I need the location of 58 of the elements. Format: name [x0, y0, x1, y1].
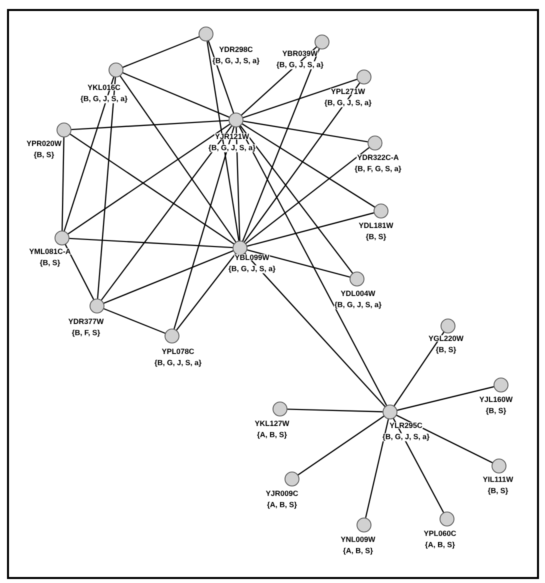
edge-line — [208, 40, 234, 114]
edge-line — [247, 212, 374, 247]
edge-line — [242, 78, 358, 118]
edge-line — [104, 250, 234, 304]
edge-line — [245, 147, 370, 244]
edge-line — [64, 76, 114, 232]
edge-line — [242, 48, 320, 242]
edge-line — [97, 77, 116, 299]
gene-node — [108, 62, 124, 78]
edge-line — [69, 238, 233, 248]
edge-line — [70, 134, 234, 244]
gene-node — [228, 112, 244, 128]
edge-line — [396, 414, 493, 464]
gene-node — [90, 298, 104, 314]
gene-node — [272, 402, 288, 416]
gene-node — [368, 136, 382, 150]
edge-line — [240, 126, 353, 274]
edge-line — [244, 253, 386, 407]
gene-node — [440, 318, 456, 334]
edge-line — [236, 127, 240, 241]
edge-line — [68, 124, 230, 234]
edge-line — [120, 76, 236, 242]
edge-line — [365, 419, 389, 518]
edge-line — [174, 126, 234, 330]
edge-line — [104, 308, 166, 334]
edge-line — [122, 72, 230, 118]
gene-node — [492, 458, 506, 474]
gene-node — [494, 378, 508, 392]
gene-node — [314, 34, 330, 50]
edge-line — [71, 120, 229, 130]
edge-line — [122, 36, 200, 68]
edge-line — [238, 126, 388, 406]
gene-node — [382, 404, 398, 420]
edge-line — [397, 386, 494, 411]
edge-line — [243, 120, 368, 142]
edge-line — [100, 126, 232, 300]
gene-node — [356, 518, 372, 532]
edge-line — [64, 244, 94, 300]
gene-node — [56, 122, 72, 138]
edge-line — [206, 41, 240, 241]
gene-node — [54, 230, 70, 246]
gene-node — [232, 240, 248, 256]
edge-line — [392, 418, 444, 513]
edge-line — [298, 416, 384, 476]
gene-node — [440, 512, 454, 526]
gene-node — [350, 272, 364, 286]
edge-line — [394, 332, 444, 406]
edge-line — [244, 82, 360, 242]
gene-node — [284, 472, 300, 486]
gene-node — [164, 328, 180, 344]
edge-line — [62, 137, 64, 231]
edge-line — [176, 253, 236, 331]
gene-node — [356, 70, 372, 84]
gene-node — [198, 26, 214, 42]
gene-node — [374, 204, 388, 218]
edge-line — [287, 408, 383, 412]
edge-line — [242, 123, 376, 208]
edge-line — [247, 249, 350, 278]
